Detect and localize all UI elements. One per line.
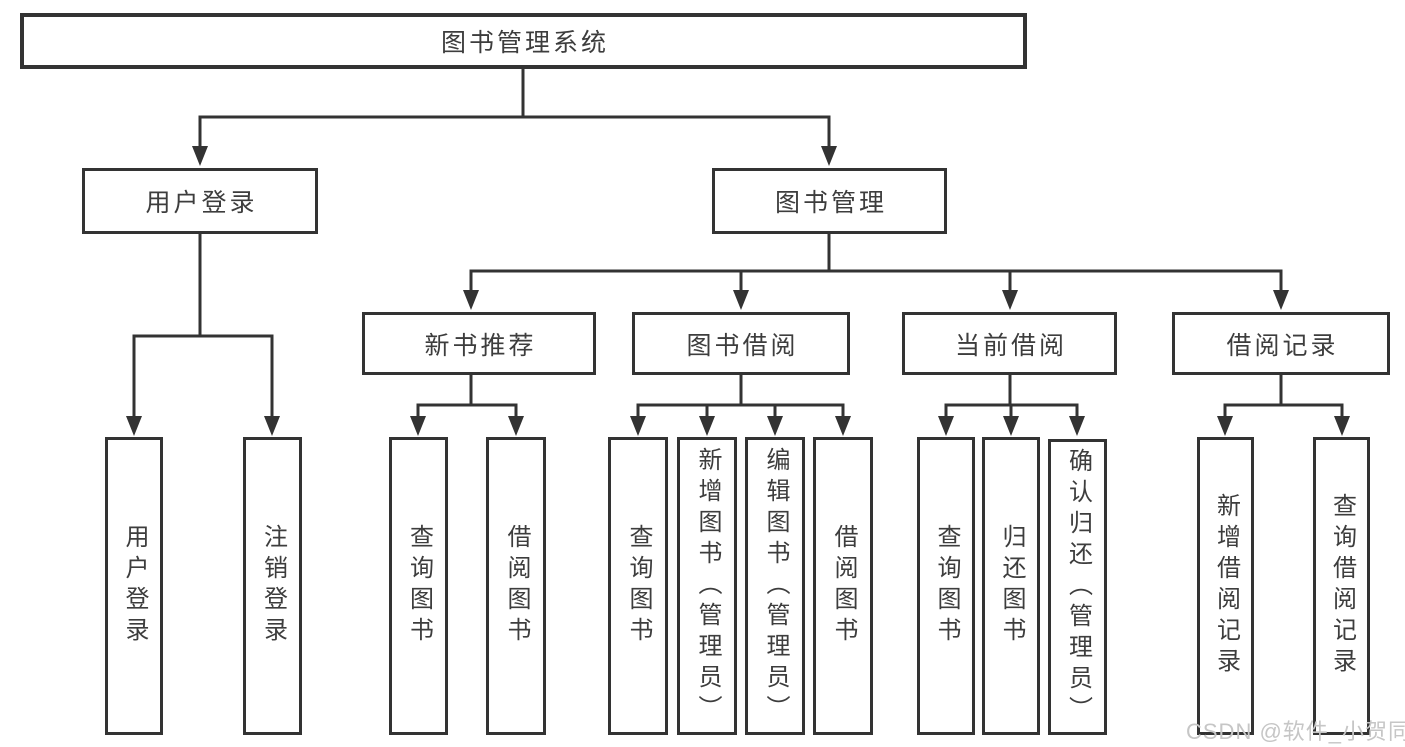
arrowhead-icon <box>1003 416 1019 436</box>
edge-root-to-level2 <box>198 68 831 148</box>
arrowhead-icon <box>1217 416 1233 436</box>
leaf-query-books-current-label: 查询图书 <box>933 524 960 648</box>
node-book-borrowing-label: 图书借阅 <box>686 331 799 360</box>
leaf-return-books-label: 归还图书 <box>998 524 1025 648</box>
leaf-edit-book-admin: 编辑图书（管理员） <box>745 437 805 735</box>
leaf-add-book-admin: 新增图书（管理员） <box>677 437 737 735</box>
leaf-borrow-books-borrowing: 借阅图书 <box>813 437 873 735</box>
leaf-query-books-recommend-label: 查询图书 <box>405 524 433 648</box>
leaf-query-borrow-record-label: 查询借阅记录 <box>1328 493 1356 679</box>
arrowhead-icon <box>126 416 142 436</box>
edge-userlogin-to-leaves <box>132 234 274 418</box>
leaf-confirm-return-admin: 确认归还（管理员） <box>1048 439 1107 735</box>
leaf-add-borrow-record-label: 新增借阅记录 <box>1212 493 1240 679</box>
arrowhead-icon <box>630 416 646 436</box>
edge-recommend-to-leaves <box>416 375 518 418</box>
edge-current-to-leaves <box>944 375 1079 418</box>
node-new-book-recommend: 新书推荐 <box>362 312 596 375</box>
arrowhead-icon <box>1334 416 1350 436</box>
leaf-query-borrow-record: 查询借阅记录 <box>1313 437 1370 735</box>
node-root-label: 图书管理系统 <box>440 29 609 57</box>
leaf-user-login: 用户登录 <box>105 437 163 735</box>
arrowhead-icon <box>821 146 837 166</box>
edge-records-to-leaves <box>1223 375 1344 418</box>
node-user-login-label: 用户登录 <box>145 189 258 217</box>
leaf-add-book-admin-label: 新增图书（管理员） <box>694 446 721 726</box>
leaf-user-login-label: 用户登录 <box>121 524 148 648</box>
leaf-query-books-current: 查询图书 <box>917 437 975 735</box>
arrowhead-icon <box>733 290 749 310</box>
arrowhead-icon <box>1002 290 1018 310</box>
leaf-logout: 注销登录 <box>243 437 302 735</box>
node-book-management: 图书管理 <box>712 168 947 234</box>
node-user-login: 用户登录 <box>82 168 318 234</box>
leaf-query-books-borrowing: 查询图书 <box>608 437 668 735</box>
node-borrowing-records-label: 借阅记录 <box>1226 331 1339 360</box>
node-book-borrowing: 图书借阅 <box>632 312 850 375</box>
arrowhead-icon <box>938 416 954 436</box>
arrowhead-icon <box>1273 290 1289 310</box>
leaf-borrow-books-recommend: 借阅图书 <box>486 437 546 735</box>
node-book-management-label: 图书管理 <box>774 189 887 217</box>
arrowhead-icon <box>1069 416 1085 436</box>
arrowhead-icon <box>508 416 524 436</box>
csdn-watermark: CSDN @软件_小贺同学 <box>1186 719 1405 744</box>
node-root: 图书管理系统 <box>20 13 1027 69</box>
leaf-add-borrow-record: 新增借阅记录 <box>1197 437 1254 735</box>
leaf-logout-label: 注销登录 <box>259 524 287 648</box>
node-new-book-recommend-label: 新书推荐 <box>424 331 537 360</box>
arrowhead-icon <box>463 290 479 310</box>
edge-borrowing-to-leaves <box>636 375 845 418</box>
node-current-borrowing-label: 当前借阅 <box>954 331 1067 360</box>
arrowhead-icon <box>264 416 280 436</box>
arrowhead-icon <box>699 416 715 436</box>
arrowhead-icon <box>410 416 426 436</box>
leaf-query-books-borrowing-label: 查询图书 <box>625 524 652 648</box>
leaf-return-books: 归还图书 <box>982 437 1040 735</box>
edge-bookmgmt-to-level3 <box>469 234 1283 293</box>
arrowhead-icon <box>767 416 783 436</box>
leaf-edit-book-admin-label: 编辑图书（管理员） <box>762 446 789 726</box>
leaf-confirm-return-admin-label: 确认归还（管理员） <box>1064 447 1092 727</box>
arrowhead-icon <box>835 416 851 436</box>
arrowhead-icon <box>192 146 208 166</box>
node-current-borrowing: 当前借阅 <box>902 312 1117 375</box>
leaf-borrow-books-borrowing-label: 借阅图书 <box>830 524 857 648</box>
leaf-query-books-recommend: 查询图书 <box>389 437 448 735</box>
node-borrowing-records: 借阅记录 <box>1172 312 1390 375</box>
leaf-borrow-books-recommend-label: 借阅图书 <box>503 524 530 648</box>
